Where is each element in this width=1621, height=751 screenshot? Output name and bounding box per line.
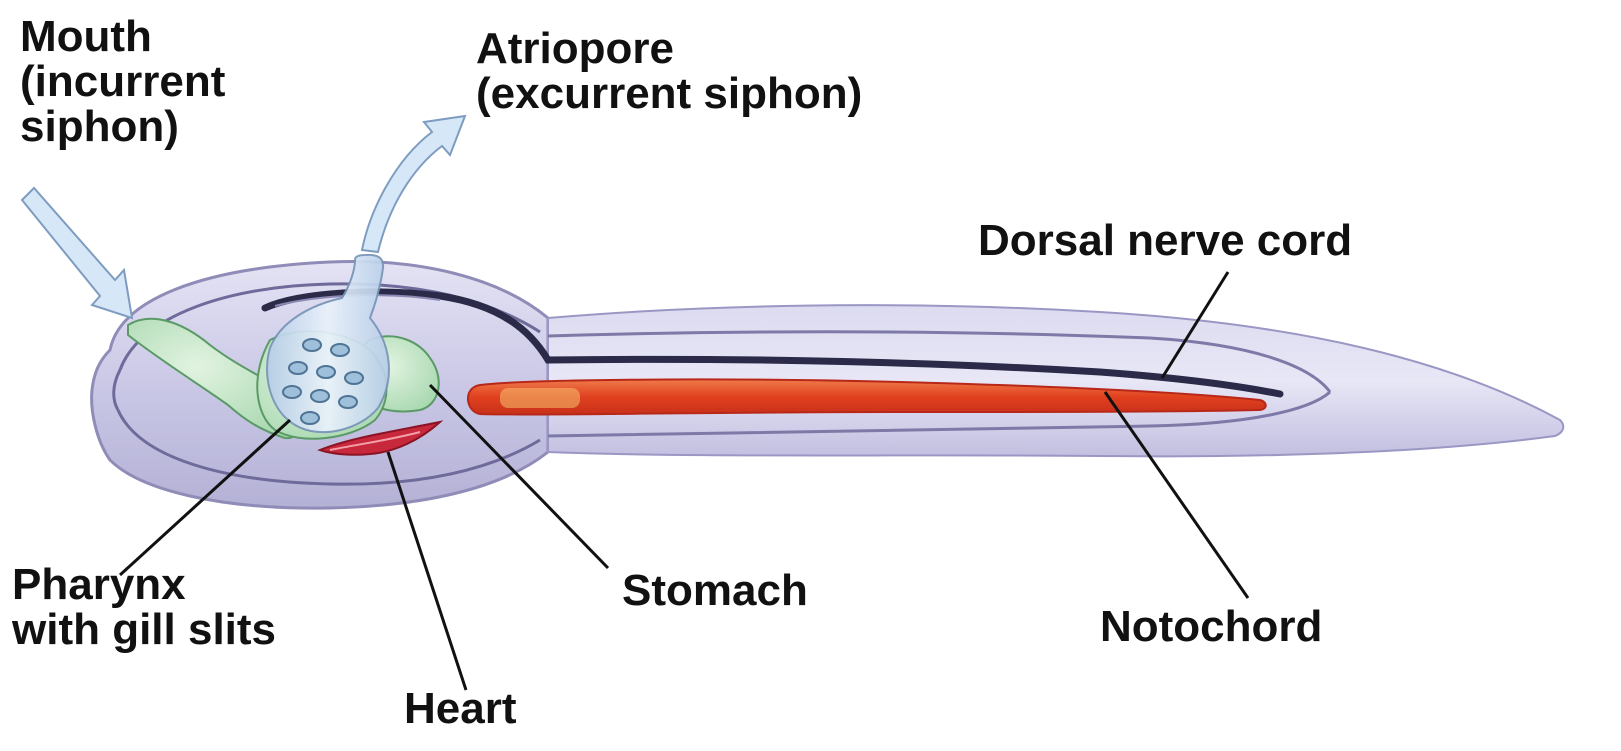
label-mouth-line-2: (incurrent — [20, 59, 225, 104]
label-stomach: Stomach — [622, 568, 808, 613]
label-stomach-text: Stomach — [622, 568, 808, 613]
label-dorsal-nerve-cord-text: Dorsal nerve cord — [978, 218, 1352, 263]
label-atriopore-line-2: (excurrent siphon) — [476, 71, 862, 116]
label-pharynx-line-2: with gill slits — [12, 607, 276, 652]
incurrent-flow-arrow — [22, 188, 132, 318]
label-atriopore-line-1: Atriopore — [476, 26, 862, 71]
label-notochord-text: Notochord — [1100, 604, 1322, 649]
label-pharynx: Pharynx with gill slits — [12, 562, 276, 652]
label-mouth-line-3: siphon) — [20, 104, 225, 149]
label-dorsal-nerve-cord: Dorsal nerve cord — [978, 218, 1352, 263]
label-heart: Heart — [404, 686, 517, 731]
label-atriopore: Atriopore (excurrent siphon) — [476, 26, 862, 116]
notochord-highlight — [500, 388, 580, 408]
label-mouth-line-1: Mouth — [20, 14, 225, 59]
label-mouth: Mouth (incurrent siphon) — [20, 14, 225, 149]
label-heart-text: Heart — [404, 686, 517, 731]
excurrent-flow-arrow — [362, 116, 465, 252]
label-pharynx-line-1: Pharynx — [12, 562, 276, 607]
label-notochord: Notochord — [1100, 604, 1322, 649]
